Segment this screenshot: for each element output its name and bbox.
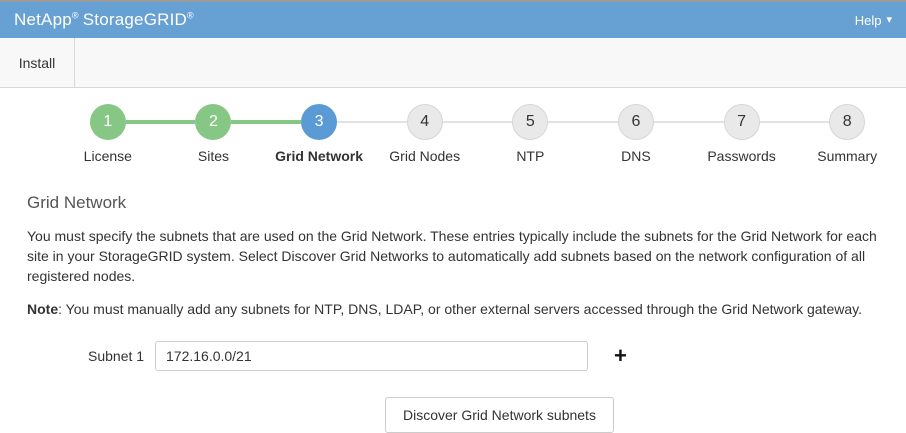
step-label: Grid Nodes — [389, 148, 461, 164]
step-number: 2 — [208, 113, 218, 130]
wizard-step-passwords: 7 Passwords — [688, 104, 795, 164]
step-connector — [371, 121, 407, 123]
brand-netapp: NetApp — [14, 10, 72, 29]
step-connector — [125, 120, 161, 124]
step-circle: 3 — [301, 104, 338, 140]
step-connector — [442, 121, 478, 123]
help-menu[interactable]: Help ▾ — [855, 13, 892, 28]
step-circle: 2 — [195, 104, 232, 140]
wizard-steps: 1 License 2 Sites 3 Grid Network 4 Grid … — [55, 104, 900, 164]
step-connector — [583, 121, 618, 123]
step-label: Sites — [197, 148, 229, 164]
step-number: 3 — [314, 113, 324, 130]
step-connector — [266, 120, 302, 124]
wizard-step-sites: 2 Sites — [160, 104, 267, 164]
subnet-label: Subnet 1 — [88, 348, 145, 364]
step-connector — [548, 121, 584, 123]
step-circle: 7 — [723, 104, 760, 140]
subnet-input[interactable] — [155, 341, 588, 371]
step-circle: 1 — [89, 104, 126, 140]
wizard-step-grid-network: 3 Grid Network — [266, 104, 372, 164]
wizard-step-ntp: 5 NTP — [477, 104, 584, 164]
step-number: 5 — [525, 113, 535, 130]
registered-mark-icon: ® — [71, 10, 79, 21]
step-label: Summary — [817, 148, 878, 164]
step-label: Grid Network — [275, 148, 364, 164]
wizard-step-dns: 6 DNS — [583, 104, 689, 164]
step-connector — [337, 121, 372, 123]
step-connector — [794, 121, 830, 123]
help-label: Help — [854, 12, 882, 28]
step-connector — [688, 121, 724, 123]
step-connector — [653, 121, 689, 123]
step-number: 8 — [842, 113, 852, 130]
wizard-step-grid-nodes: 4 Grid Nodes — [371, 104, 478, 164]
brand-storagegrid: StorageGRID — [82, 10, 187, 29]
step-connector — [759, 121, 795, 123]
description-text: You must specify the subnets that are us… — [27, 228, 877, 284]
button-row: Discover Grid Network subnets — [27, 397, 879, 433]
step-label: Passwords — [707, 148, 776, 164]
step-label: DNS — [621, 148, 651, 164]
registered-mark-icon: ® — [187, 10, 194, 21]
step-connector — [231, 120, 267, 124]
app-header: NetApp®StorageGRID® Help ▾ — [0, 2, 906, 38]
step-connector — [160, 120, 196, 124]
step-circle: 6 — [617, 104, 654, 140]
step-number: 1 — [103, 113, 113, 130]
note-text: Note: You must manually add any subnets … — [27, 301, 879, 317]
step-number: 6 — [631, 113, 641, 130]
step-number: 4 — [420, 113, 430, 130]
note-label: Note — [27, 301, 59, 317]
tab-bar: Install — [0, 38, 906, 88]
step-connector — [477, 121, 513, 123]
note-body: : You must manually add any subnets for … — [58, 301, 862, 317]
step-circle: 4 — [406, 104, 443, 140]
main-content: Grid Network You must specify the subnet… — [0, 193, 906, 433]
page-title: Grid Network — [27, 193, 127, 212]
discover-subnets-button[interactable]: Discover Grid Network subnets — [385, 397, 614, 433]
wizard-step-summary: 8 Summary — [794, 104, 900, 164]
app-title: NetApp®StorageGRID® — [14, 10, 194, 30]
tab-install-label: Install — [18, 54, 56, 71]
tab-install[interactable]: Install — [0, 38, 75, 87]
step-number: 7 — [737, 113, 747, 130]
step-label: NTP — [516, 148, 545, 164]
add-subnet-icon[interactable]: + — [614, 343, 627, 368]
step-circle: 8 — [829, 104, 866, 140]
step-label: License — [83, 148, 132, 164]
subnet-row: Subnet 1 + — [27, 341, 879, 371]
wizard-step-license: 1 License — [55, 104, 161, 164]
step-circle: 5 — [512, 104, 549, 140]
caret-down-icon: ▾ — [886, 13, 892, 26]
